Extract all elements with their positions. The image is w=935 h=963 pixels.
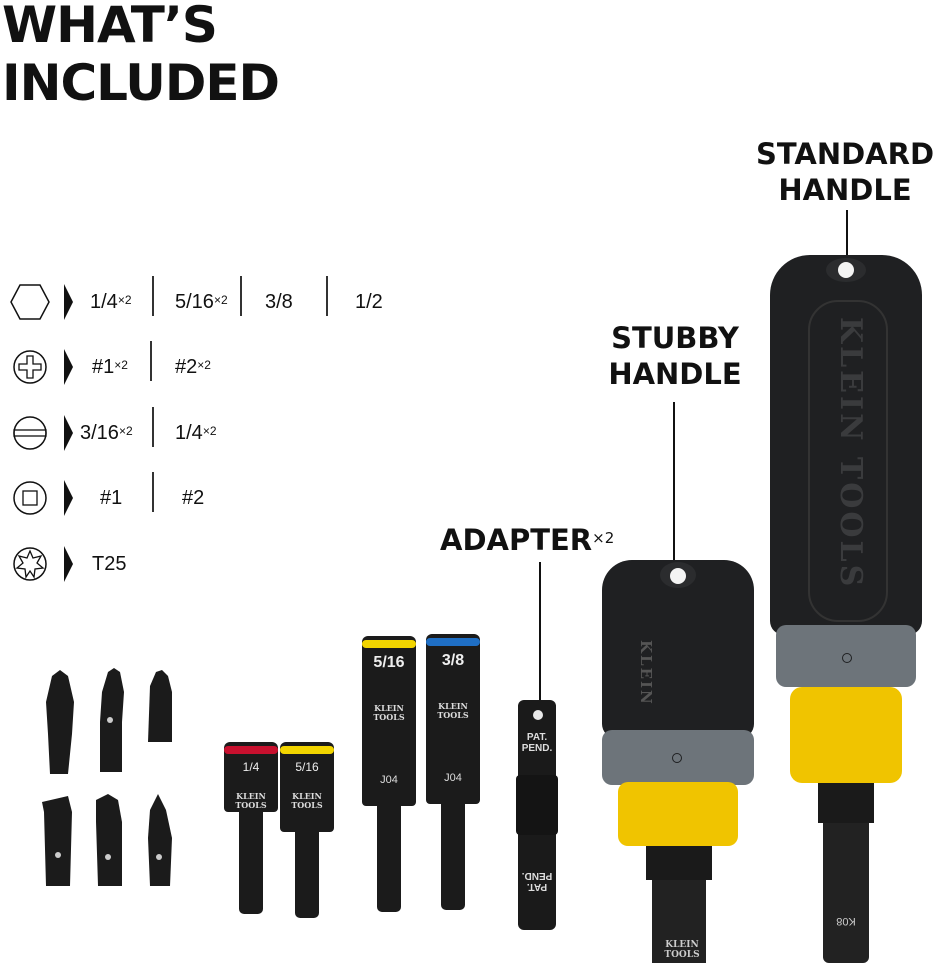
stubby-handle-label: STUBBY HANDLE [595, 320, 755, 392]
bit-qty: ×2 [117, 293, 132, 307]
torx-icon [13, 547, 47, 581]
bit-size: #1 [100, 487, 123, 509]
nut-driver-brand: KLEIN TOOLS [235, 791, 267, 810]
cell-divider [152, 276, 154, 316]
nut-driver-color-band [224, 746, 278, 754]
stubby-label-line-2: HANDLE [608, 357, 742, 391]
bit-row: #1×2#2×2 [10, 341, 410, 387]
bit-size-cell: T25 [92, 550, 126, 578]
bit-size-cell: #1 [100, 484, 122, 512]
adapter-label: ADAPTER×2 [440, 522, 640, 558]
cell-divider [152, 407, 154, 447]
bit-size: 3/8 [265, 291, 293, 313]
bit-qty: ×2 [197, 358, 211, 372]
bit-size-cell: 5/16×2 [175, 288, 228, 316]
bit-1 [46, 670, 74, 774]
bit-size-cell: #2×2 [175, 353, 211, 381]
adapter-label-text: ADAPTER [440, 523, 593, 557]
bit-row: #1 #2 [10, 472, 410, 518]
bit-size-cell: 1/4×2 [175, 419, 217, 447]
bit-size: 1/4 [90, 291, 118, 313]
hex-icon [10, 284, 50, 320]
bit-qty: ×2 [114, 358, 128, 372]
nut-driver-color-band [426, 638, 480, 646]
nut-driver-size: 1/4 [242, 760, 260, 774]
bit-qty: ×2 [213, 293, 228, 307]
bit-5 [96, 794, 122, 886]
bit-2 [100, 668, 124, 772]
standard-handle-label: STANDARD HANDLE [745, 136, 935, 208]
nut-driver-brand: KLEIN TOOLS [373, 703, 405, 722]
adapter-qty: ×2 [592, 529, 615, 547]
pointer-icon [64, 349, 73, 385]
bit-qty: ×2 [202, 424, 217, 438]
nut-driver-color-band [362, 640, 416, 648]
phillips-icon [13, 350, 47, 384]
stubby-shaft-text: KLEIN TOOLS [664, 940, 700, 960]
nut-driver-code: J04 [380, 774, 398, 786]
nut-driver-brand: KLEIN TOOLS [437, 701, 469, 720]
nut-driver-brand: KLEIN TOOLS [291, 791, 323, 810]
bit-size-cell: #1×2 [92, 353, 128, 381]
nut-driver-color-band [280, 746, 334, 754]
bit-size: T25 [92, 553, 127, 575]
nut-driver-size: 5/16 [295, 760, 319, 774]
cell-divider [150, 341, 152, 381]
bit-4 [42, 796, 72, 886]
bit-size-cell: 3/8 [265, 288, 293, 316]
bit-size: 1/4 [175, 422, 203, 444]
standard-shaft-code: K08 [836, 915, 856, 927]
bit-3 [148, 670, 172, 742]
bits-group-image [42, 668, 172, 886]
nut-driver-code: J04 [444, 772, 462, 784]
bit-size: #2 [175, 356, 198, 378]
adapter-leader-line [539, 562, 541, 717]
stubby-label-line-1: STUBBY [611, 321, 739, 355]
bit-size: #1 [92, 356, 115, 378]
cell-divider [240, 276, 242, 316]
bit-size-cell: 3/16×2 [80, 419, 133, 447]
nut-driver-size: 3/8 [441, 652, 465, 669]
slotted-icon [13, 416, 47, 450]
bit-size-cell: #2 [182, 484, 204, 512]
pointer-icon [64, 546, 73, 582]
standard-label-line-2: HANDLE [778, 173, 912, 207]
pointer-icon [64, 415, 73, 451]
stubby-brand-text: KLEIN [637, 640, 655, 706]
standard-handle-image: KLEIN TOOLS K08 [768, 255, 926, 963]
cell-divider [152, 472, 154, 512]
bit-size: 5/16 [175, 291, 214, 313]
nut-driver-size: 5/16 [373, 654, 405, 671]
bit-row: T25 [10, 544, 410, 584]
bit-qty: ×2 [118, 424, 133, 438]
bit-size: #2 [182, 487, 205, 509]
page-title: WHAT’S INCLUDED [2, 0, 280, 112]
square-icon [13, 481, 47, 515]
adapter-image: PAT. PEND. PAT. PEND. [512, 700, 562, 940]
title-line-2: INCLUDED [2, 54, 280, 112]
standard-leader-line [846, 210, 848, 268]
bit-6 [148, 794, 172, 886]
pointer-icon [64, 480, 73, 516]
bit-size-cell: 1/4×2 [90, 288, 132, 316]
cell-divider [326, 276, 328, 316]
adapter-mark-top: PAT. PEND. [521, 732, 553, 754]
bit-size: 3/16 [80, 422, 119, 444]
standard-brand-text: KLEIN TOOLS [833, 317, 868, 590]
bit-size: 1/2 [355, 291, 383, 313]
stubby-handle-image: KLEIN KLEIN TOOLS [600, 560, 758, 963]
adapter-mark-bottom: PAT. PEND. [521, 870, 553, 892]
standard-label-line-1: STANDARD [755, 137, 935, 171]
pointer-icon [64, 284, 73, 320]
stubby-leader-line [673, 402, 675, 595]
title-line-1: WHAT’S [2, 0, 218, 54]
bit-size-cell: 1/2 [355, 288, 383, 316]
